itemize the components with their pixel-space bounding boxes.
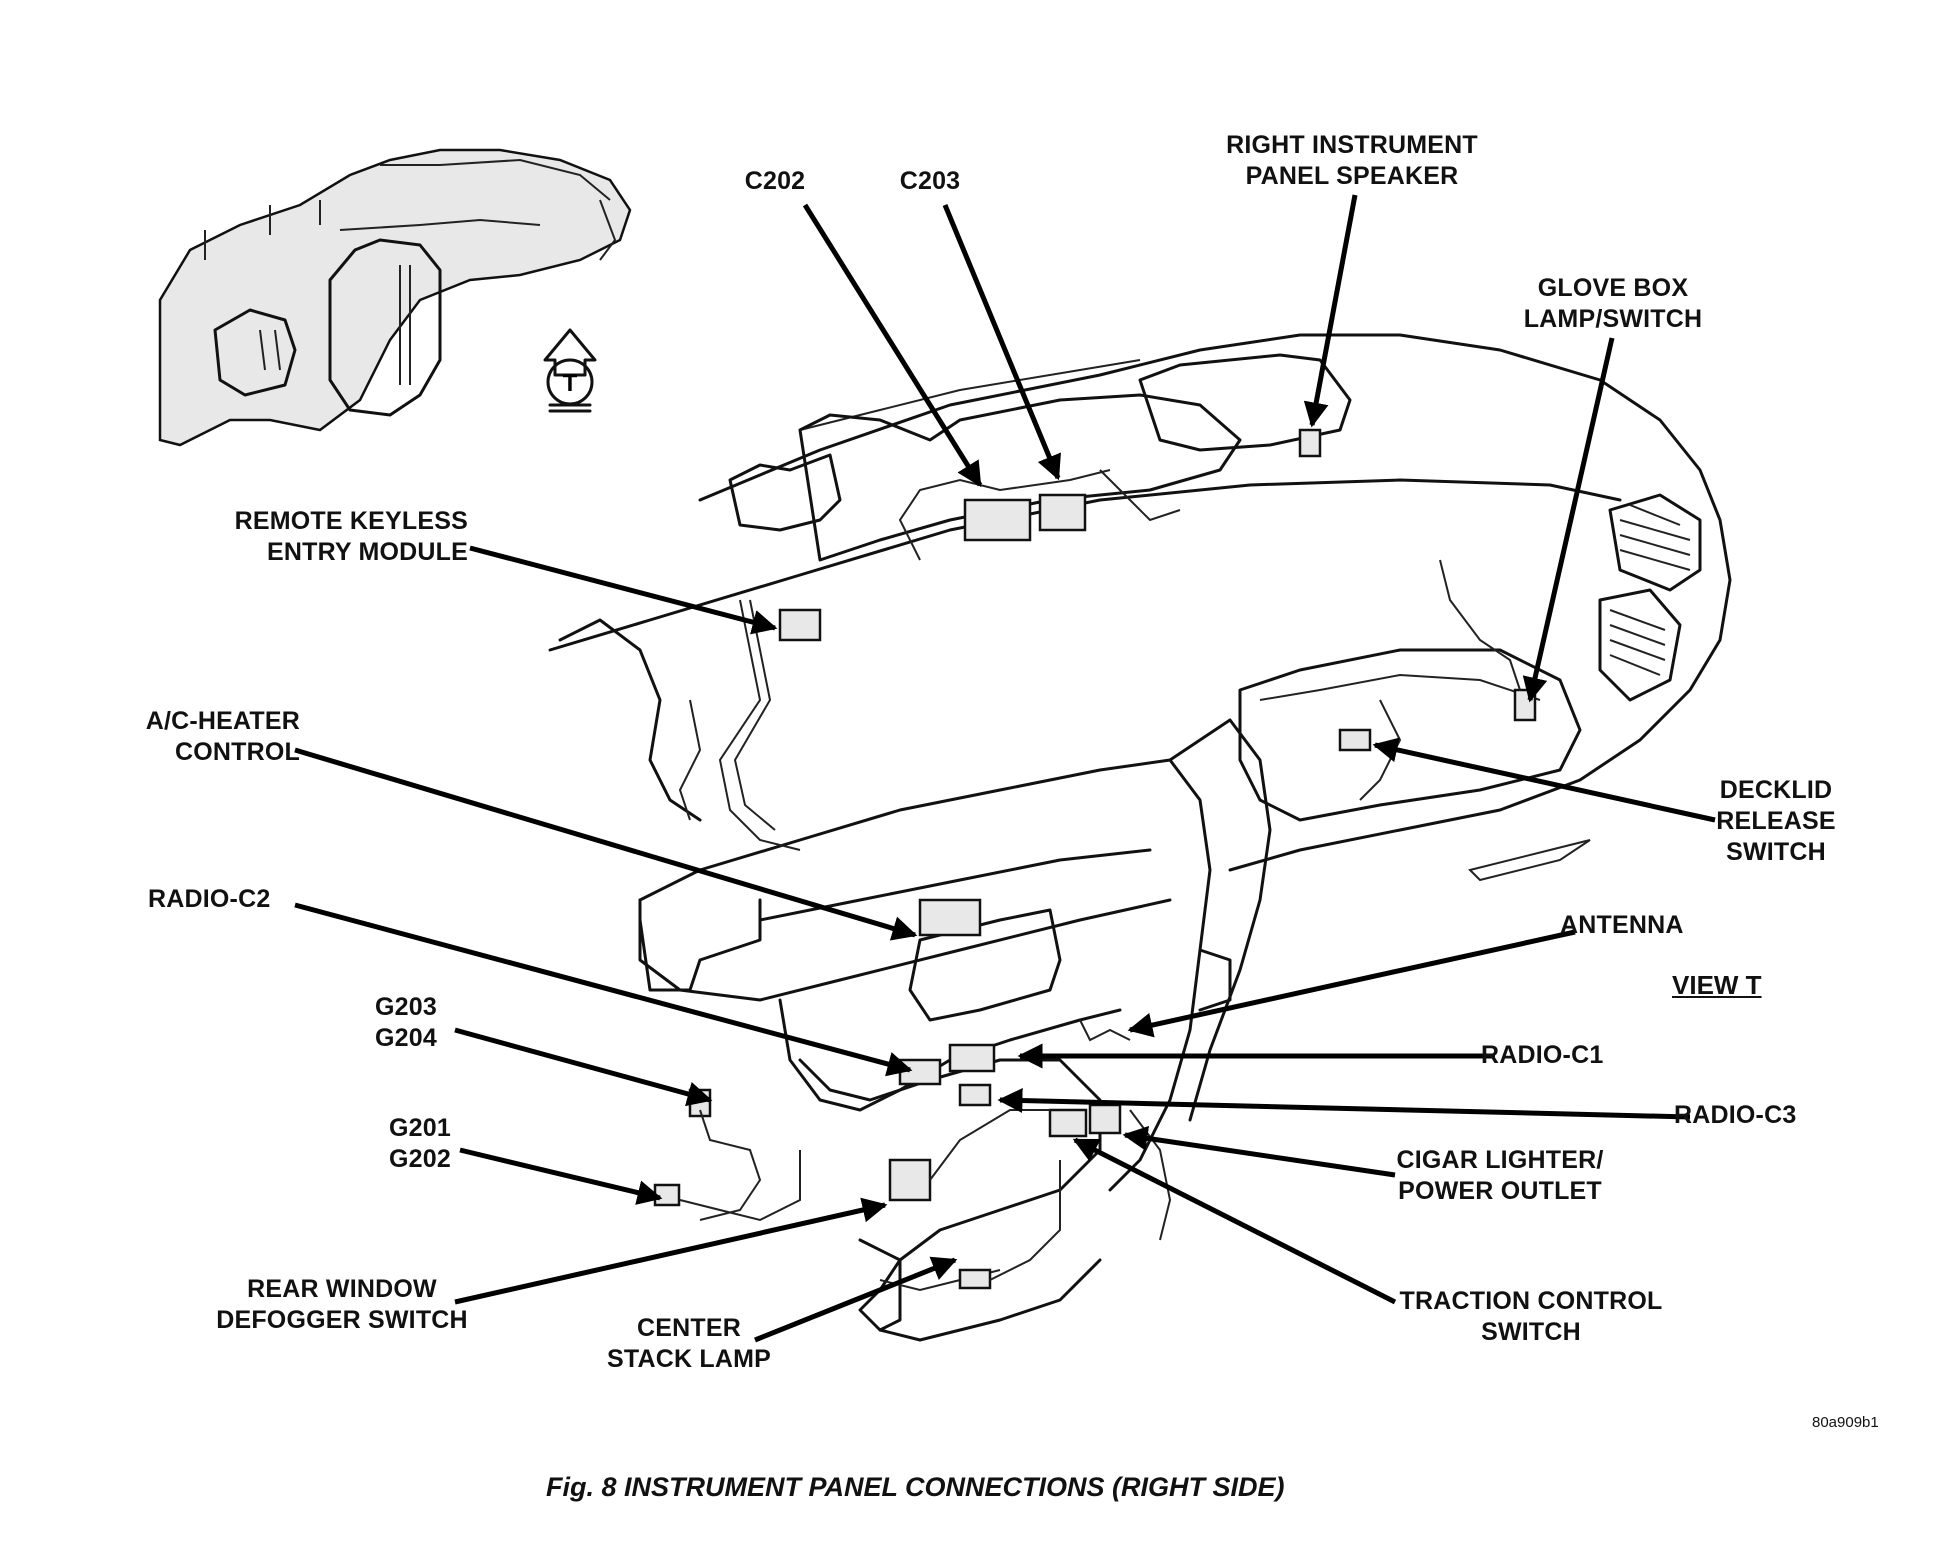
leader-center-stack [754, 1256, 958, 1343]
leader-remote-keyless [469, 545, 778, 635]
instrument-panel-illustration [548, 333, 1732, 1342]
locator-view: T [158, 148, 632, 447]
label-c202: C202 [744, 167, 806, 195]
figure-caption: Fig. 8 INSTRUMENT PANEL CONNECTIONS (RIG… [546, 1472, 1285, 1502]
leader-lines [294, 194, 1716, 1343]
leader-g201-g202 [459, 1147, 663, 1205]
leader-decklid [1372, 737, 1716, 823]
leader-g203-g204 [454, 1027, 713, 1107]
leader-cigar-lighter [1122, 1125, 1396, 1178]
label-c203: C203 [899, 167, 961, 195]
leader-ac-heater [294, 747, 918, 941]
view-t-label: VIEW T [1672, 970, 1762, 1000]
view-marker-letter: T [563, 370, 578, 397]
leader-radio-c3 [997, 1088, 1691, 1120]
leader-c203 [942, 204, 1061, 481]
label-radio-c3: RADIO-C3 [1674, 1101, 1797, 1129]
label-radio-c1: RADIO-C1 [1481, 1041, 1604, 1069]
figure-code: 80a909b1 [1812, 1414, 1879, 1431]
label-antenna: ANTENNA [1560, 911, 1684, 939]
leader-antenna [1127, 929, 1576, 1038]
leader-right-speaker [1303, 194, 1358, 428]
label-cigar-lighter-power-outlet: CIGAR LIGHTER/POWER OUTLET [1396, 1146, 1604, 1205]
leader-traction [1072, 1137, 1397, 1305]
leader-glove-box [1522, 337, 1615, 703]
leader-radio-c2 [294, 902, 913, 1077]
label-radio-c2: RADIO-C2 [148, 885, 271, 913]
leader-c202 [802, 203, 983, 488]
leader-rear-window [454, 1197, 888, 1305]
